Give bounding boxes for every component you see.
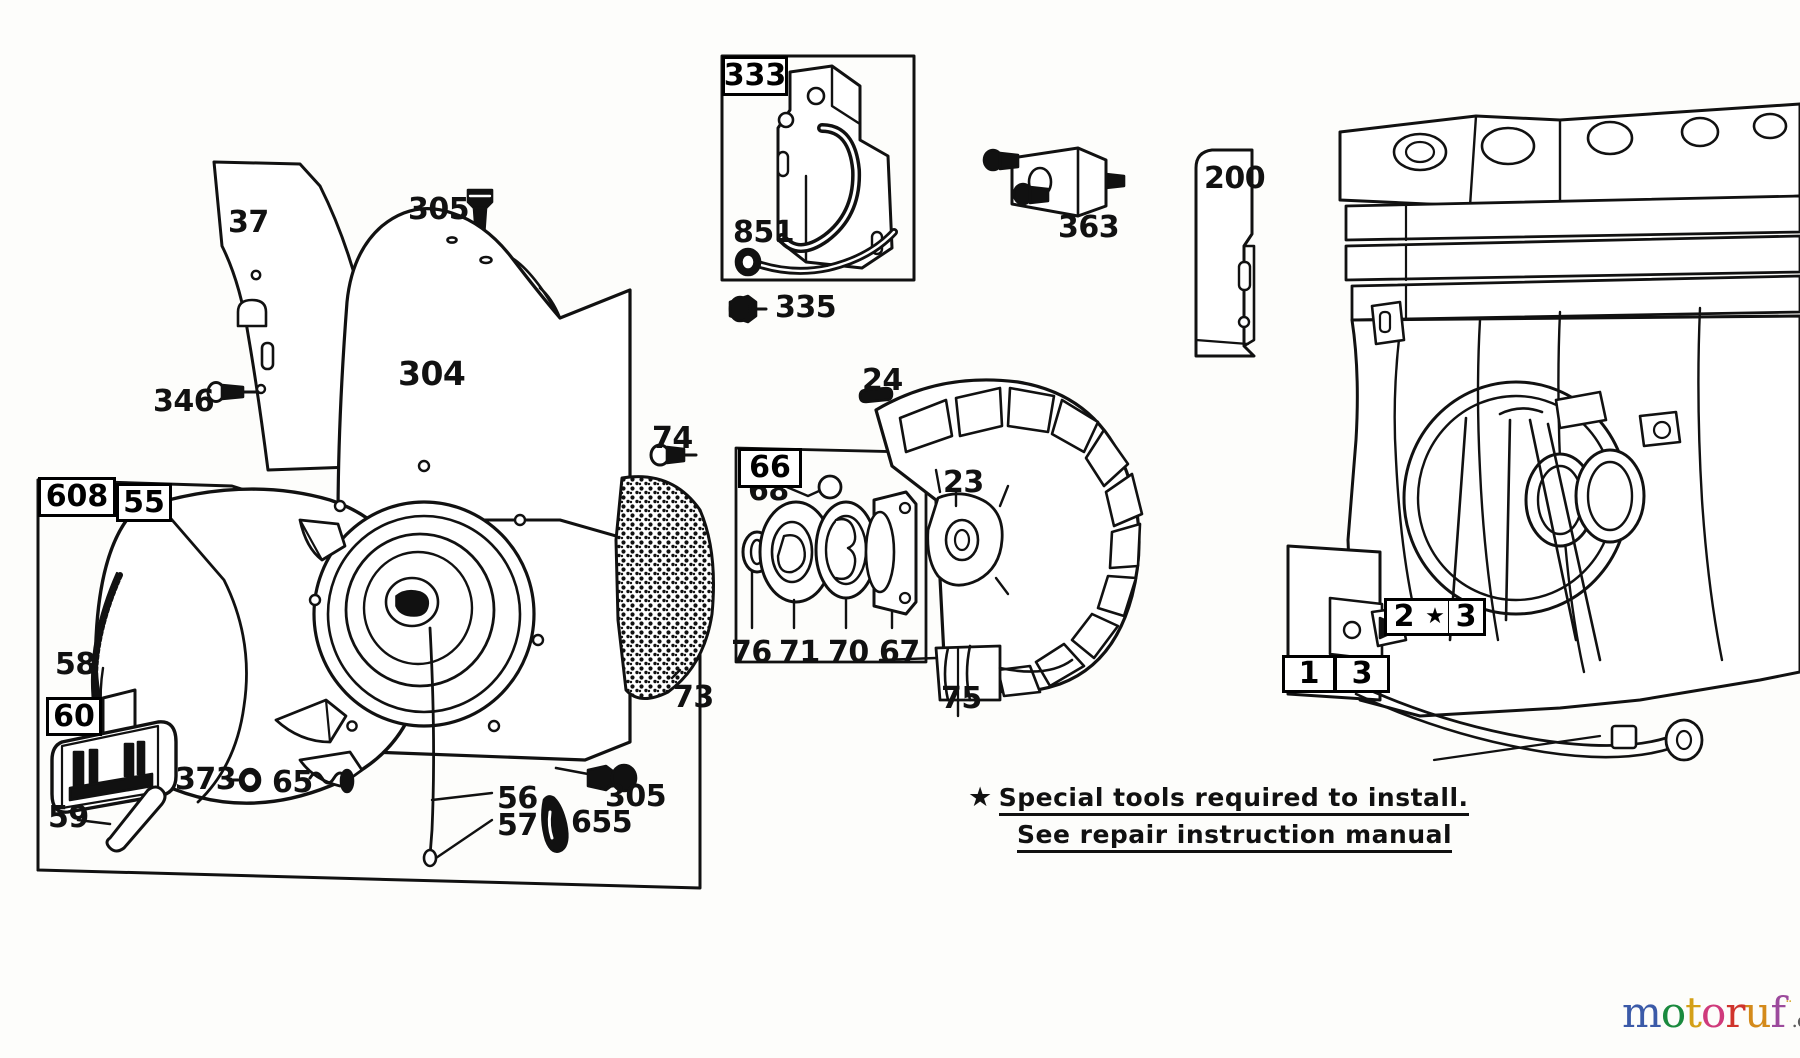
boxed-callout-3a: 3 [1448, 598, 1486, 636]
part-rewind-pulley-assembly [274, 459, 545, 868]
footnote-text-1: Special tools required to install. [998, 783, 1469, 816]
footnote-line-1: ★Special tools required to install. [968, 782, 1469, 816]
watermark-suffix: .de [1791, 1008, 1800, 1032]
callout-305-top: 305 [408, 192, 470, 227]
boxed-callout-608: 608 [38, 477, 116, 517]
watermark-letter: t [1685, 988, 1702, 1037]
boxed-callout-3b: 3 [1336, 655, 1390, 693]
footnote-line-2: See repair instruction manual [1017, 820, 1453, 853]
part-373-nut [226, 767, 262, 793]
callout-75: 75 [941, 681, 982, 716]
boxed-callout-60: 60 [46, 697, 102, 736]
callout-655: 655 [571, 805, 633, 840]
callout-57: 57 [497, 808, 538, 843]
callout-58: 58 [55, 647, 96, 682]
watermark-letter: u [1744, 988, 1771, 1037]
watermark-letter: r [1725, 988, 1745, 1037]
callout-73: 73 [673, 680, 714, 715]
part-200-air-guide [1194, 148, 1256, 358]
footnote-text-2: See repair instruction manual [1017, 820, 1453, 853]
callout-23: 23 [943, 465, 984, 500]
watermark-motoruf: motoruf¨.de [1622, 988, 1800, 1037]
callout-305-bottom: 305 [605, 779, 667, 814]
group-608-rewind-starter [36, 478, 40, 872]
part-59-rope-insert [76, 785, 167, 853]
part-655-clip [541, 795, 569, 853]
boxed-callout-333: 333 [722, 56, 788, 96]
leaders-56-57 [430, 791, 494, 860]
boxed-callout-55: 55 [116, 483, 172, 522]
boxed-callout-66: 66 [738, 448, 802, 488]
watermark-dots: ¨ [1785, 998, 1792, 1016]
part-60-starter-grip [50, 688, 178, 814]
callout-24: 24 [862, 363, 903, 398]
part-67-clutch-body [864, 490, 918, 630]
callout-346: 346 [153, 384, 215, 419]
callout-74: 74 [652, 421, 693, 456]
watermark-letter: o [1701, 988, 1726, 1037]
part-73-rotating-screen [614, 475, 715, 700]
callout-65: 65 [272, 765, 313, 800]
watermark-letter: m [1622, 988, 1662, 1037]
watermark-letter: f [1770, 988, 1786, 1037]
part-305-screw-bottom [554, 763, 638, 793]
watermark-letter: o [1660, 988, 1686, 1037]
callout-851: 851 [733, 215, 795, 250]
callout-56: 56 [497, 781, 538, 816]
group-66-starter-clutch [734, 446, 928, 664]
part-363-module [982, 146, 1126, 218]
callout-59: 59 [48, 800, 89, 835]
part-335-screw [728, 294, 768, 324]
callout-71: 71 [779, 635, 820, 670]
callout-335: 335 [775, 290, 837, 325]
part-65-spring [308, 768, 355, 794]
callout-70: 70 [828, 635, 869, 670]
part-37-shield [212, 160, 383, 472]
part-71-clutch-housing [758, 500, 834, 630]
part-346-screw [206, 381, 260, 403]
boxed-callout-1: 1 [1282, 655, 1336, 693]
callout-67: 67 [879, 635, 920, 670]
callout-200: 200 [1204, 161, 1266, 196]
callout-37: 37 [228, 205, 269, 240]
callout-76: 76 [731, 635, 772, 670]
part-74-screw [649, 443, 698, 467]
callout-373: 373 [175, 762, 237, 797]
group-333-ignition-armature [720, 54, 916, 282]
part-24-flywheel-key [858, 386, 894, 404]
part-68-ball [780, 474, 843, 500]
callout-304: 304 [398, 354, 466, 393]
star-icon: ★ [1420, 598, 1450, 636]
part-23-flywheel [874, 378, 1144, 718]
boxed-callout-2: 2 [1384, 598, 1422, 636]
callout-363: 363 [1058, 210, 1120, 245]
star-icon: ★ [968, 782, 993, 813]
